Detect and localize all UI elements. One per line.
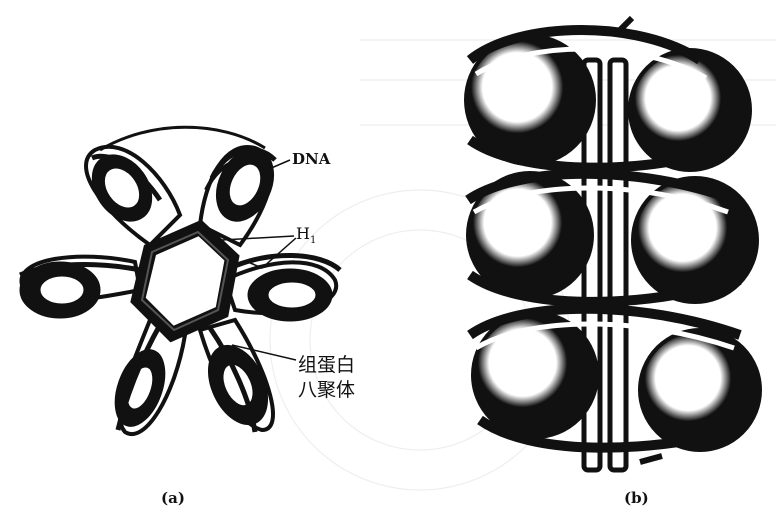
panel-b-caption: (b) [624, 489, 649, 507]
octamer-label-line1: 组蛋白 [298, 350, 355, 377]
nucleosome-petal-left [20, 257, 140, 318]
solenoid-stack-b [466, 18, 760, 470]
panel-a-caption: (a) [161, 489, 185, 507]
h1-label: H1 [296, 224, 316, 246]
nucleosome-petal-top-right [200, 140, 285, 245]
dna-label: DNA [292, 150, 330, 168]
h1-label-base: H [296, 224, 310, 243]
nucleosome-petal-top-left [80, 144, 180, 245]
nucleosome-rosette-a [20, 127, 340, 434]
octamer-label-line2: 八聚体 [298, 375, 355, 402]
h1-central-core [138, 228, 232, 334]
h1-label-subscript: 1 [310, 235, 316, 246]
nucleosome-petal-bottom-right [197, 320, 280, 434]
nucleosome-petal-right [225, 255, 340, 321]
